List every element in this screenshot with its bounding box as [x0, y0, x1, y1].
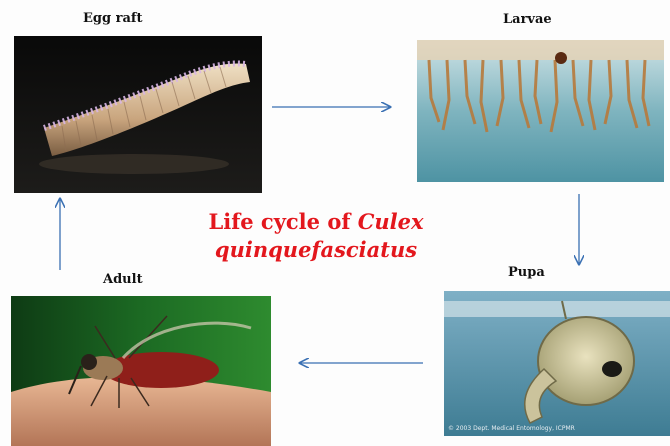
- larvae-label: Larvae: [503, 12, 552, 27]
- pupa-photo: © 2003 Dept. Medical Entomology, ICPMR: [444, 291, 670, 436]
- photo-credit: © 2003 Dept. Medical Entomology, ICPMR: [448, 425, 575, 432]
- adult-label: Adult: [103, 272, 143, 287]
- larvae-photo: [417, 40, 664, 182]
- adult-photo: [11, 296, 271, 446]
- title-line1-prefix: Life cycle of: [208, 209, 350, 234]
- egg-raft-photo: [14, 36, 262, 193]
- diagram-title: Life cycle of Culex quinquefasciatus: [168, 208, 464, 264]
- pupa-label: Pupa: [508, 265, 545, 280]
- title-line1-genus: Culex: [358, 209, 424, 234]
- title-line2-species: quinquefasciatus: [215, 237, 417, 262]
- egg-raft-label: Egg raft: [83, 11, 142, 26]
